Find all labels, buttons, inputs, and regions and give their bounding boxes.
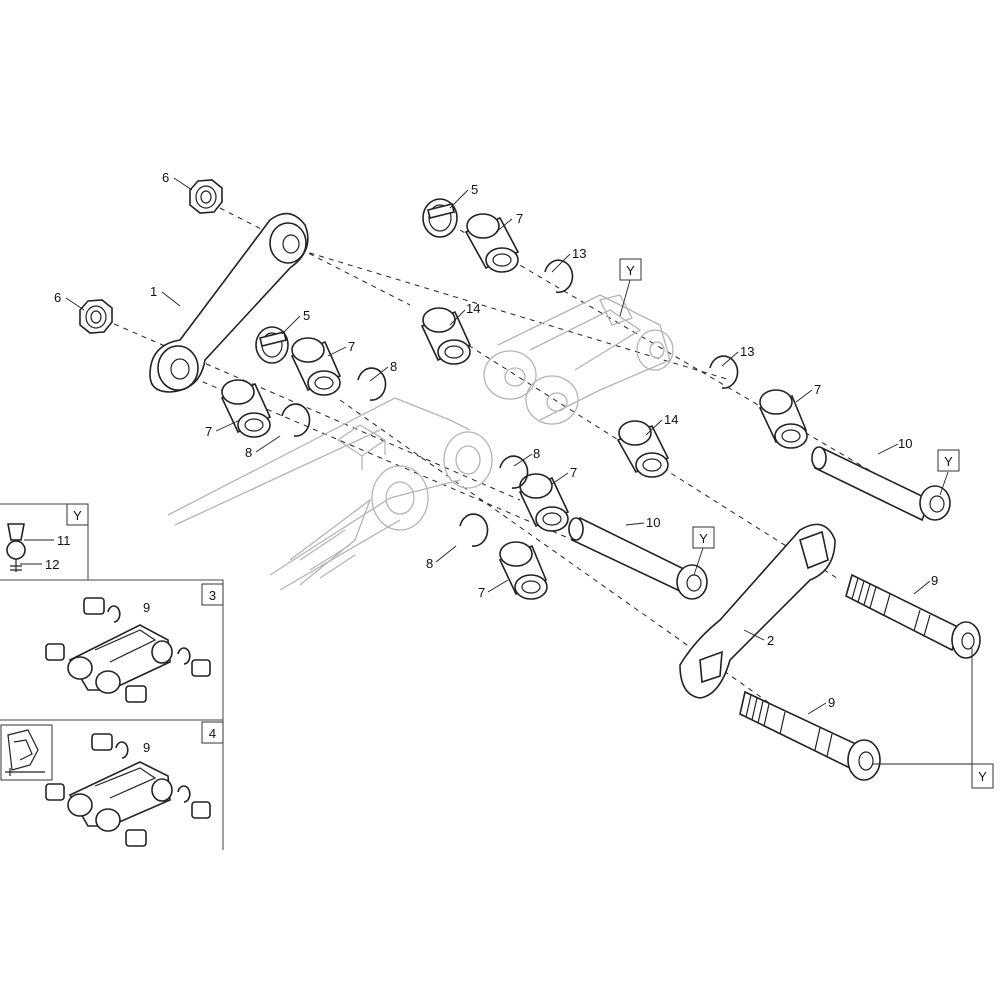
callout-13: 13 bbox=[740, 344, 754, 359]
ref-box-y-1: Y bbox=[619, 258, 642, 281]
callout-numbers: 6 6 1 5 7 13 14 5 7 8 7 8 13 7 14 8 7 10… bbox=[54, 170, 938, 710]
callout-1: 1 bbox=[150, 284, 157, 299]
bushing-part-7-c bbox=[220, 379, 272, 438]
bushing-part-14-a bbox=[420, 307, 472, 365]
callout-7: 7 bbox=[348, 339, 355, 354]
callout-7: 7 bbox=[478, 585, 485, 600]
bolt-part-9-upper bbox=[845, 573, 981, 659]
ref-box-y-4: Y bbox=[971, 763, 994, 789]
callout-10: 10 bbox=[646, 515, 660, 530]
ref-box-y-2: Y bbox=[937, 449, 960, 472]
callout-11: 11 bbox=[57, 533, 71, 548]
nut-part-6-upper bbox=[189, 179, 223, 214]
inset-y-detail: Y 11 12 bbox=[0, 503, 89, 580]
callout-13: 13 bbox=[572, 246, 586, 261]
callout-6: 6 bbox=[162, 170, 169, 185]
callout-5: 5 bbox=[471, 182, 478, 197]
boom-arm-outline bbox=[167, 397, 493, 591]
callout-9: 9 bbox=[828, 695, 835, 710]
svg-text:Y: Y bbox=[944, 454, 953, 469]
bushing-part-7-e bbox=[518, 473, 570, 532]
svg-text:Y: Y bbox=[699, 531, 708, 546]
callout-8: 8 bbox=[245, 445, 252, 460]
bushing-part-7-d bbox=[758, 389, 808, 449]
callout-8: 8 bbox=[390, 359, 397, 374]
callout-7: 7 bbox=[205, 424, 212, 439]
callout-leaders bbox=[65, 177, 931, 715]
svg-text:4: 4 bbox=[209, 726, 216, 741]
callout-2: 2 bbox=[767, 633, 774, 648]
callout-9: 9 bbox=[143, 740, 150, 755]
callout-9: 9 bbox=[143, 600, 150, 615]
snap-rings bbox=[281, 259, 739, 547]
callout-14: 14 bbox=[664, 412, 678, 427]
svg-text:3: 3 bbox=[209, 588, 216, 603]
pin-part-10-upper bbox=[811, 446, 951, 522]
bolt-part-9-lower bbox=[739, 690, 881, 781]
lock-pin-part-5-upper bbox=[422, 198, 458, 238]
h-link-outline bbox=[483, 294, 674, 425]
link-plate-part-2 bbox=[679, 523, 836, 699]
link-plate-part-1 bbox=[149, 212, 309, 393]
callout-14: 14 bbox=[466, 301, 480, 316]
inset-variant-4: 4 9 bbox=[0, 720, 224, 850]
callout-8: 8 bbox=[533, 446, 540, 461]
bushing-part-7-b bbox=[290, 337, 342, 396]
inset-variant-3: 3 9 bbox=[0, 579, 224, 721]
bushing-part-7-a bbox=[464, 213, 520, 273]
callout-7: 7 bbox=[516, 211, 523, 226]
nut-part-6-lower bbox=[79, 299, 113, 334]
callout-8: 8 bbox=[426, 556, 433, 571]
svg-text:Y: Y bbox=[978, 769, 987, 784]
pin-part-10-lower bbox=[568, 516, 708, 600]
reference-markers bbox=[619, 279, 973, 765]
callout-7: 7 bbox=[570, 465, 577, 480]
ref-box-y-3: Y bbox=[692, 526, 715, 549]
svg-text:Y: Y bbox=[73, 508, 82, 523]
bushing-part-14-b bbox=[616, 420, 670, 478]
lock-pin-part-5-lower bbox=[255, 326, 289, 364]
bushing-part-7-f bbox=[498, 541, 548, 600]
callout-7: 7 bbox=[814, 382, 821, 397]
callout-10: 10 bbox=[898, 436, 912, 451]
callout-9: 9 bbox=[931, 573, 938, 588]
callout-5: 5 bbox=[303, 308, 310, 323]
svg-text:Y: Y bbox=[626, 263, 635, 278]
callout-12: 12 bbox=[45, 557, 59, 572]
callout-6: 6 bbox=[54, 290, 61, 305]
